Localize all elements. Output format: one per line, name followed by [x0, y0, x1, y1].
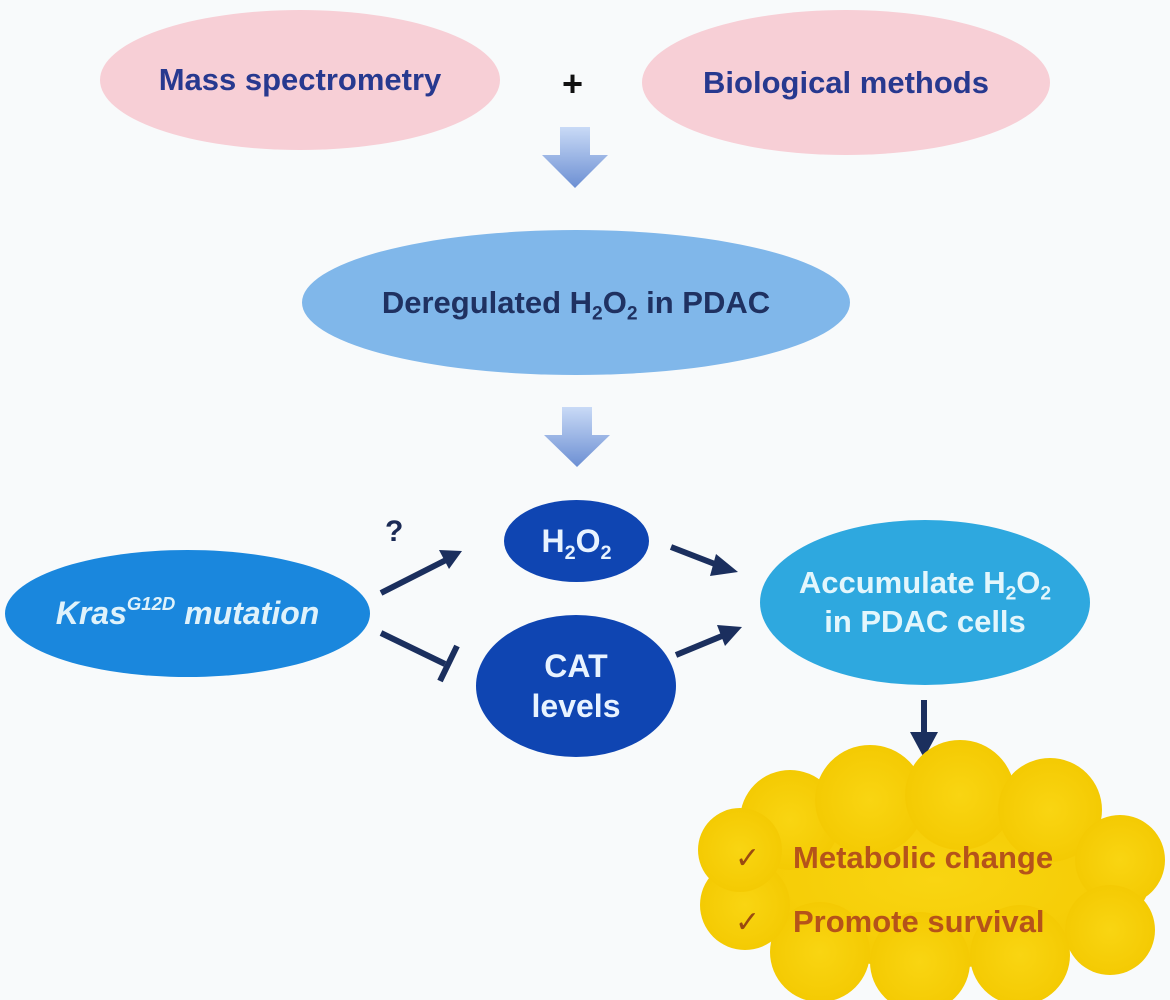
outcome-item: ✓ Metabolic change — [735, 826, 1135, 890]
block-arrow-down-2 — [544, 407, 610, 467]
arrow-cat-to-accumulate — [674, 625, 742, 658]
accumulate-h2o2-node: Accumulate H2O2 in PDAC cells — [760, 520, 1090, 685]
checkmark-icon: ✓ — [735, 841, 761, 875]
arrow-accumulate-to-outcomes — [910, 700, 938, 758]
outcome-cloud — [698, 740, 1165, 1000]
biological-methods-node: Biological methods — [642, 10, 1050, 155]
mass-spectrometry-label: Mass spectrometry — [158, 62, 442, 97]
accumulate-label-line1: Accumulate H2O2 — [798, 564, 1052, 605]
mass-spectrometry-node: Mass spectrometry — [100, 10, 500, 150]
h2o2-node: H2O2 — [504, 500, 649, 582]
outcome-list: ✓ Metabolic change ✓ Promote survival — [735, 826, 1135, 954]
inhibition-kras-to-cat — [379, 630, 460, 683]
question-mark: ? — [385, 515, 404, 548]
cat-label: CAT — [544, 648, 608, 684]
arrow-h2o2-to-accumulate — [669, 544, 738, 576]
levels-label: levels — [531, 688, 621, 724]
cat-levels-node: CAT levels — [476, 615, 676, 757]
block-arrow-down-1 — [542, 127, 608, 188]
arrow-kras-to-h2o2 — [379, 550, 462, 596]
checkmark-icon: ✓ — [735, 905, 761, 939]
plus-symbol: + — [562, 63, 584, 104]
kras-mutation-label: KrasG12D mutation — [55, 593, 320, 631]
deregulated-h2o2-node: Deregulated H2O2 in PDAC — [302, 230, 850, 375]
outcome-label: Metabolic change — [793, 840, 1054, 875]
kras-mutation-node: KrasG12D mutation — [5, 550, 370, 677]
deregulated-h2o2-label: Deregulated H2O2 in PDAC — [381, 284, 771, 325]
outcome-item: ✓ Promote survival — [735, 890, 1135, 954]
accumulate-label-line2: in PDAC cells — [824, 603, 1026, 639]
biological-methods-label: Biological methods — [703, 64, 989, 100]
outcome-label: Promote survival — [793, 904, 1045, 939]
h2o2-label: H2O2 — [541, 523, 612, 564]
